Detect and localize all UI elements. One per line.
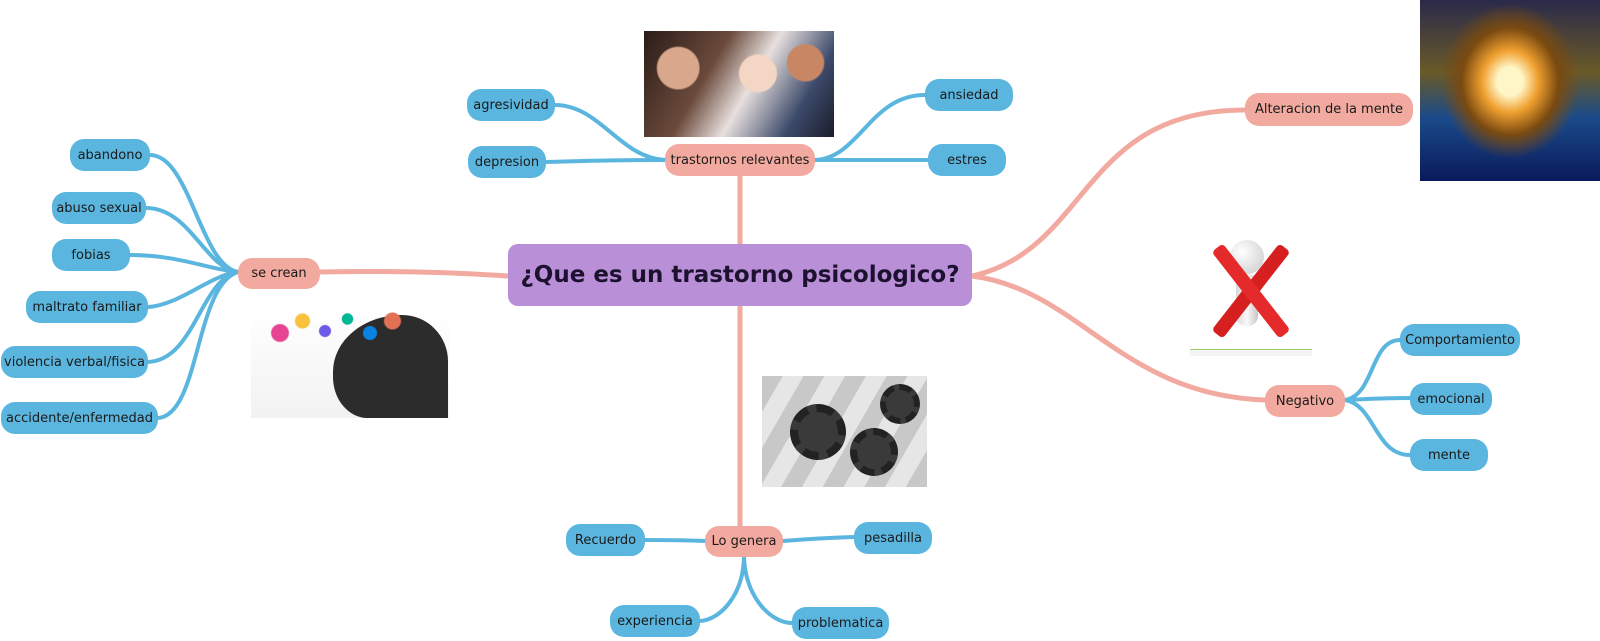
node-negativo[interactable]: Negativo — [1265, 385, 1345, 417]
gear-icon — [790, 404, 846, 460]
node-label: Comportamiento — [1405, 332, 1515, 348]
link-secrean-accidente — [156, 270, 240, 420]
gear-icon-2 — [850, 428, 898, 476]
node-label: se crean — [251, 266, 307, 281]
link-trastornos-depresion — [544, 158, 667, 164]
node-label: Lo genera — [711, 534, 777, 549]
glowing-brain-image — [1420, 0, 1600, 181]
link-central-se-crean — [317, 269, 511, 279]
node-label: abandono — [77, 147, 143, 163]
node-experiencia[interactable]: experiencia — [610, 605, 700, 637]
node-label: maltrato familiar — [32, 299, 142, 315]
link-logenera-pesadilla — [781, 535, 856, 543]
link-negativo-emocional — [1343, 396, 1412, 402]
link-trastornos-ansiedad — [813, 93, 927, 162]
node-recuerdo[interactable]: Recuerdo — [566, 524, 645, 556]
node-se-crean[interactable]: se crean — [238, 258, 320, 289]
node-label: Negativo — [1275, 393, 1335, 409]
node-lo-genera[interactable]: Lo genera — [705, 526, 783, 557]
node-abandono[interactable]: abandono — [70, 139, 150, 171]
node-label: violencia verbal/fisica — [4, 354, 145, 370]
central-topic-label: ¿Que es un trastorno psicologico? — [520, 262, 960, 288]
link-secrean-fobias — [128, 253, 240, 274]
red-x-figure-image — [1190, 236, 1312, 358]
node-abuso-sexual[interactable]: abuso sexual — [52, 192, 146, 224]
node-ansiedad[interactable]: ansiedad — [925, 79, 1013, 111]
node-accidente-enfermedad[interactable]: accidente/enfermedad — [1, 402, 158, 434]
node-label: fobias — [71, 247, 111, 263]
node-label: ansiedad — [939, 87, 999, 103]
node-label: Alteracion de la mente — [1254, 102, 1404, 117]
node-maltrato-familiar[interactable]: maltrato familiar — [26, 291, 148, 323]
link-secrean-abuso — [144, 206, 240, 274]
node-violencia-verbal-fisica[interactable]: violencia verbal/fisica — [1, 346, 148, 378]
node-label: abuso sexual — [56, 200, 142, 216]
node-label: agresividad — [473, 97, 549, 113]
link-secrean-violencia — [146, 270, 240, 364]
link-central-alteracion — [969, 107, 1248, 279]
node-problematica[interactable]: problematica — [792, 607, 889, 639]
link-central-negativo — [969, 273, 1268, 403]
node-label: experiencia — [617, 613, 693, 629]
node-emocional[interactable]: emocional — [1410, 383, 1492, 415]
faces-photo — [644, 31, 834, 137]
central-topic[interactable]: ¿Que es un trastorno psicologico? — [508, 244, 972, 306]
node-label: estres — [947, 152, 987, 168]
node-label: depresion — [474, 154, 540, 170]
link-negativo-mente — [1343, 398, 1412, 457]
node-label: trastornos relevantes — [670, 152, 810, 168]
link-logenera-experiencia — [698, 553, 746, 623]
node-label: problematica — [797, 615, 884, 631]
colorful-app-icons — [265, 309, 415, 349]
node-estres[interactable]: estres — [928, 144, 1006, 176]
gears-hands-photo — [762, 376, 927, 487]
node-fobias[interactable]: fobias — [52, 239, 130, 271]
node-label: pesadilla — [863, 530, 923, 546]
node-label: emocional — [1417, 391, 1485, 407]
node-label: accidente/enfermedad — [6, 410, 153, 426]
node-depresion[interactable]: depresion — [468, 146, 546, 178]
node-label: Recuerdo — [574, 532, 637, 548]
gear-icon-3 — [880, 384, 920, 424]
node-alteracion-mente[interactable]: Alteracion de la mente — [1245, 93, 1413, 126]
node-agresividad[interactable]: agresividad — [467, 89, 555, 121]
node-comportamiento[interactable]: Comportamiento — [1400, 324, 1520, 356]
image-footer-strip — [1190, 349, 1312, 356]
link-logenera-problematica — [742, 553, 794, 625]
node-pesadilla[interactable]: pesadilla — [854, 522, 932, 554]
link-logenera-recuerdo — [643, 538, 707, 543]
node-trastornos-relevantes[interactable]: trastornos relevantes — [665, 144, 815, 176]
node-label: mente — [1428, 447, 1470, 463]
node-mente[interactable]: mente — [1410, 439, 1488, 471]
link-trastornos-agresividad — [553, 103, 667, 162]
link-negativo-comportamiento — [1343, 338, 1402, 402]
head-with-icons-image — [251, 309, 449, 418]
link-secrean-abandono — [148, 153, 240, 274]
